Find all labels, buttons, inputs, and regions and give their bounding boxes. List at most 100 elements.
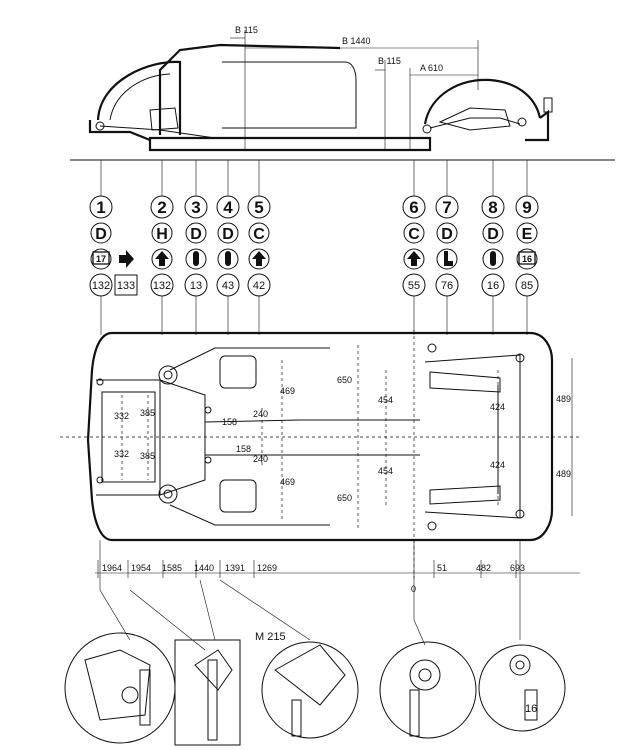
detail-5-gauge-label: 16	[525, 703, 537, 715]
detail-1-bracket	[84, 649, 151, 721]
bottom-dim-1269: 1269	[257, 563, 277, 573]
a-pillar	[158, 43, 341, 135]
detail-3-gauge	[291, 699, 302, 737]
bottom-dim-1954: 1954	[131, 563, 151, 573]
dim-469-bot: 469	[280, 477, 295, 487]
bottom-dim-1585: 1585	[162, 563, 182, 573]
dim-424-top: 424	[490, 402, 505, 412]
point-letter-circle	[248, 222, 270, 244]
point-code: 85	[521, 280, 533, 292]
point-letter: H	[156, 226, 168, 243]
detail-circle-4	[379, 641, 477, 739]
arrow-up-icon	[403, 248, 425, 270]
point-letter-circle	[217, 222, 239, 244]
point-letter: C	[408, 226, 420, 243]
front-inner-arch	[109, 73, 171, 121]
sill-point-bolt	[422, 124, 432, 134]
detail-views: M 215 16	[64, 540, 566, 746]
arrow-right-icon	[119, 250, 134, 268]
tab-17-icon: 17	[90, 248, 112, 270]
plan-view: 332 385 332 385 469 158 240 158 240 469 …	[60, 330, 580, 580]
point-column-9: 9E 16 85	[515, 160, 539, 335]
point-number: 4	[223, 198, 233, 217]
floor-opening-top	[219, 355, 257, 389]
point-letter: E	[522, 226, 533, 243]
point-letter-circle	[482, 222, 504, 244]
point-letter-circle	[151, 222, 173, 244]
front-tower-top-inner	[163, 370, 173, 380]
point-code: 76	[441, 280, 453, 292]
point-column-6: 6C 55	[402, 160, 426, 335]
door-opening	[222, 61, 357, 129]
point-column-3: 3D 13	[184, 160, 208, 335]
tab-16-icon: 16	[516, 248, 538, 270]
detail-5-mount-inner	[515, 660, 525, 670]
rear-wheel-arch	[423, 78, 542, 125]
point-number: 2	[157, 198, 166, 217]
point-letter: D	[95, 226, 107, 243]
floor-opening-bot	[219, 479, 257, 513]
rear-mount-top	[515, 353, 525, 363]
icon-number: 17	[96, 254, 106, 264]
point-code: 13	[190, 280, 202, 292]
front-crossmember-plan	[159, 379, 206, 496]
datum-zero-label: 0	[411, 584, 416, 594]
point-code: 55	[408, 280, 420, 292]
leader-detail-3	[199, 579, 216, 641]
point-number: 7	[442, 198, 451, 217]
pin-icon	[217, 248, 239, 270]
point-number: 3	[191, 198, 200, 217]
front-crossmember	[149, 107, 179, 131]
side-elevation: B 115 B 1440 B 115 A 610	[70, 25, 615, 161]
bottom-dim-1391: 1391	[225, 563, 245, 573]
point-letter: D	[222, 226, 234, 243]
detail-circle-5	[478, 644, 566, 732]
dim-454-top: 454	[378, 395, 393, 405]
leader-detail-2	[129, 589, 206, 651]
arrow-up-icon	[151, 248, 173, 270]
point-number: 1	[96, 198, 105, 217]
point-code-box	[114, 274, 138, 296]
point-number: 6	[409, 198, 418, 217]
point-letter-circle	[185, 222, 207, 244]
front-frame-inner	[101, 391, 156, 483]
dim-424-bot: 424	[490, 460, 505, 470]
sill-mount-bot	[427, 521, 437, 531]
dim-489-bot: 489	[556, 469, 571, 479]
point-letter-circle	[516, 222, 538, 244]
front-end	[88, 120, 151, 142]
front-tower-bot-inner	[163, 489, 173, 499]
leader-detail-1	[99, 540, 131, 641]
point-letter: D	[441, 226, 453, 243]
dim-240-top: 240	[253, 409, 268, 419]
dim-240-bot: 240	[253, 454, 268, 464]
front-tower-bot	[158, 484, 178, 504]
bottom-dim-482: 482	[476, 563, 491, 573]
bottom-dim-1440: 1440	[194, 563, 214, 573]
detail-4-gauge	[409, 689, 420, 737]
point-letter: D	[190, 226, 202, 243]
detail-2-gauge	[207, 659, 218, 741]
leader-detail-5	[413, 540, 426, 646]
boot-icon	[436, 248, 458, 270]
leader-detail-4	[219, 579, 311, 641]
point-letter-circle	[436, 222, 458, 244]
mid-mount-bot	[204, 456, 212, 464]
point-letter: C	[253, 226, 265, 243]
rear-end	[525, 109, 550, 142]
rear-beam-top	[429, 371, 501, 393]
front-frame	[96, 379, 161, 496]
detail-2-arrow	[194, 649, 233, 691]
dim-b115-right: B 115	[378, 56, 401, 66]
front-mount-top	[96, 378, 104, 386]
pin-icon	[482, 248, 504, 270]
detail-4-hub-inner	[418, 668, 432, 682]
front-rail	[99, 125, 216, 139]
point-number: 8	[488, 198, 497, 217]
rear-mount-bot	[515, 509, 525, 519]
point-number: 9	[522, 198, 531, 217]
